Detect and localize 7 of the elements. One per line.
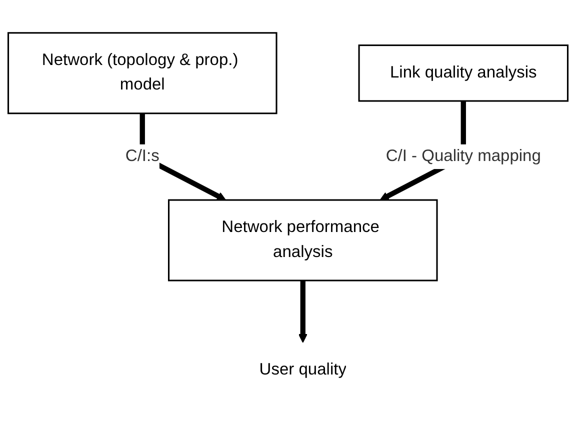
edge-label: C/I:s <box>125 147 160 165</box>
node-box: Network (topology & prop.) model <box>7 32 278 114</box>
node-text: User quality <box>259 360 346 379</box>
arrow <box>298 280 308 343</box>
edge-label: C/I - Quality mapping <box>386 147 541 165</box>
node-box: Network performance analysis <box>168 199 438 282</box>
node-box: Link quality analysis <box>358 44 569 102</box>
